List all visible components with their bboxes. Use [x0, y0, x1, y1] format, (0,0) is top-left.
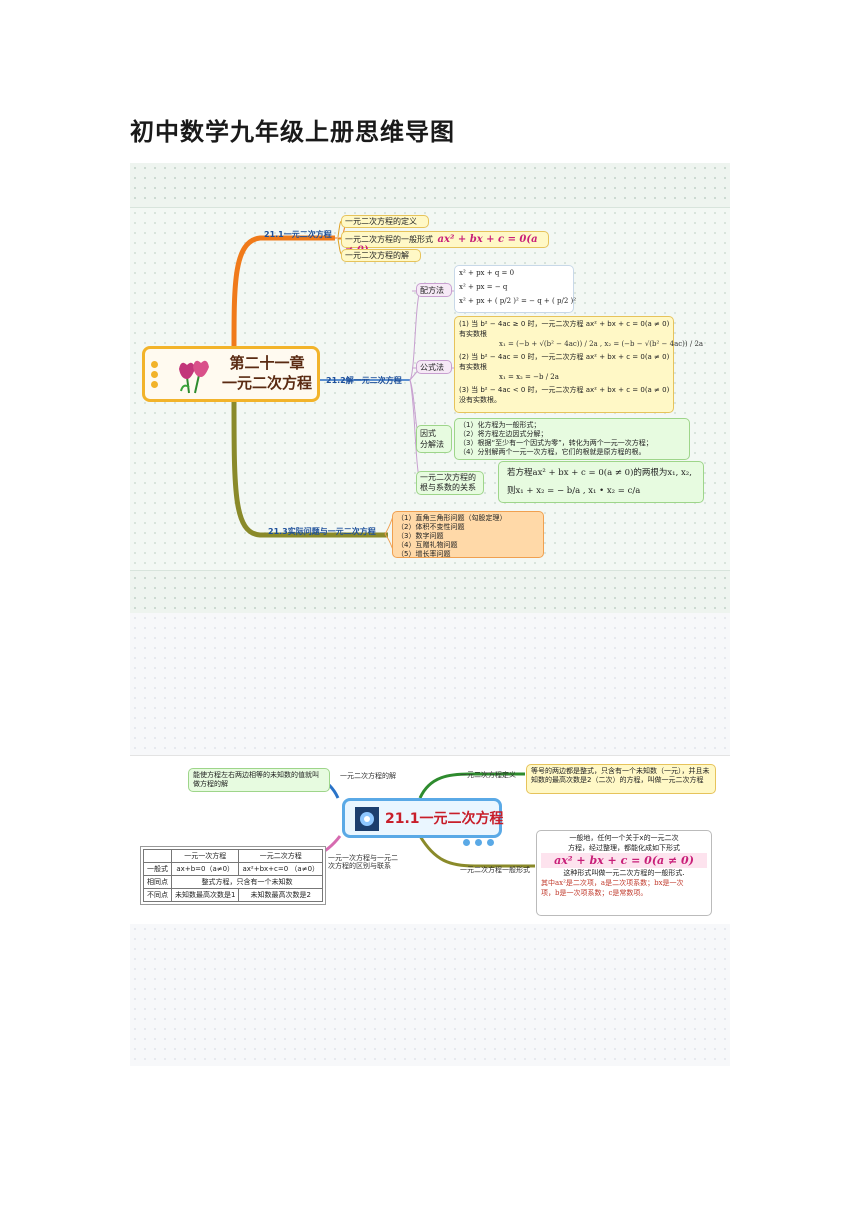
gongshi-cases: (1) 当 b² − 4ac ≥ 0 时，一元二次方程 ax² + bx + c… [454, 316, 703, 413]
b3-problems: （1）直角三角形问题（勾股定理） （2）体积不变性问题 （3）数字问题 （4）互… [392, 511, 544, 558]
mindmap-21-1: 21.1一元二次方程 一元二次方程的解 能使方程左右两边相等的未知数的值就叫做方… [130, 755, 730, 925]
label-compare: 一元一次方程与一元二 次方程的区别与联系 [328, 854, 398, 870]
table-header-cell: 一元二次方程 [238, 849, 324, 863]
table-row: 不同点 未知数最高次数是1 未知数最高次数是2 [143, 888, 324, 902]
definition-desc: 等号的两边都是整式，只含有一个未知数（一元），并且未知数的最高次数是2（二次）的… [526, 764, 716, 794]
table-header-cell [143, 849, 172, 863]
mindmap-chapter-21: 第二十一章 一元二次方程 21.1一元二次方程 一元二次方程的定义 一元二次方程… [130, 163, 730, 613]
background-strip-lower [130, 924, 730, 1066]
general-form-box: 一般地，任何一个关于x的一元二次 方程，经过整理，都能化成如下形式 ax² + … [536, 830, 712, 916]
tulip-icon [179, 360, 209, 394]
solution-desc: 能使方程左右两边相等的未知数的值就叫做方程的解 [188, 768, 330, 792]
page-title: 初中数学九年级上册思维导图 [130, 118, 455, 146]
central-topic-line1: 第二十一章 [229, 354, 305, 372]
label-general-form: 一元二次方程一般形式 [460, 866, 530, 874]
b1-general-form: 一元二次方程的一般形式 ax² + bx + c = 0(a ≠ 0) [341, 231, 549, 256]
central-topic-line2: 一元二次方程 [221, 374, 312, 392]
compare-table: 一元一次方程 一元二次方程 一般式 ax+b=0（a≠0） ax²+bx+c=0… [140, 846, 327, 905]
branch-21-3: 21.3实际问题与一元二次方程 [268, 527, 376, 536]
vieta-formula: 若方程ax² + bx + c = 0(a ≠ 0)的两根为x₁, x₂, 则x… [498, 461, 704, 503]
vieta-label: 一元二次方程的 根与系数的关系 [416, 471, 484, 495]
central-topic: 第二十一章 一元二次方程 [142, 346, 320, 402]
flower-icon [355, 807, 379, 831]
method-peifang: 配方法 [416, 283, 452, 297]
branch-21-2: 21.2解一元二次方程 [326, 376, 402, 385]
b1-solution: 一元二次方程的解 [341, 249, 421, 262]
b1-definition: 一元二次方程的定义 [341, 215, 429, 228]
yinshi-steps: （1）化方程为一般形式； （2）将方程左边因式分解； （3）根据“至少有一个因式… [454, 418, 690, 460]
peifang-steps: x² + px + q = 0 x² + px = − q x² + px + … [454, 265, 576, 313]
table-row: 相同点 整式方程，只含有一个未知数 [143, 875, 324, 889]
central-topic-21-1-label: 21.1一元二次方程 [385, 811, 504, 827]
method-yinshi: 因式 分解法 [416, 425, 452, 453]
branch-21-1: 21.1一元二次方程 [264, 230, 332, 239]
table-row: 一般式 ax+b=0（a≠0） ax²+bx+c=0 （a≠0） [143, 862, 324, 876]
central-topic-21-1: 21.1一元二次方程 [342, 798, 504, 846]
label-definition: 一元二次方程定义 [460, 771, 516, 779]
dots-icon [463, 831, 495, 850]
table-header-cell: 一元一次方程 [170, 849, 240, 863]
method-gongshi: 公式法 [416, 360, 452, 374]
dots-icon [151, 361, 159, 388]
label-solution: 一元二次方程的解 [340, 772, 396, 780]
background-strip [130, 613, 730, 755]
general-form-formula-2: ax² + bx + c = 0(a ≠ 0) [541, 853, 707, 868]
